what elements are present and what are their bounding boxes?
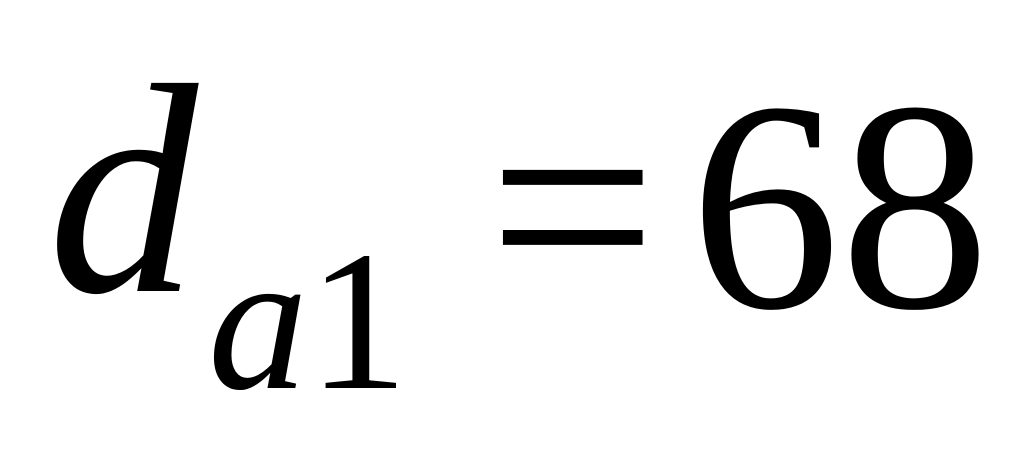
formula-variable: d [48, 24, 198, 356]
formula-value: 68 [690, 40, 990, 372]
subscript-letter: a [208, 211, 308, 432]
subscript-number: 1 [308, 211, 408, 432]
equals-sign: = [488, 40, 658, 372]
formula-subscript: a1 [208, 222, 408, 422]
